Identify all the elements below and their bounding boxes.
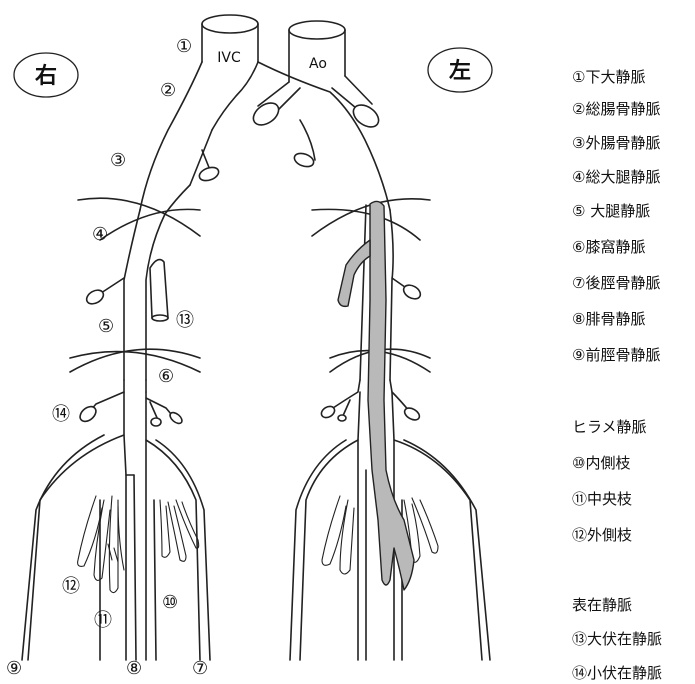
legend-great-saphenous: ⑬大伏在静脈 — [572, 628, 662, 649]
callout-3: ③ — [110, 150, 126, 171]
legend-external-iliac: ③外腸骨静脈 — [572, 132, 660, 153]
legend-popliteal: ⑥膝窩静脈 — [572, 236, 645, 257]
legend-superficial-title: 表在静脈 — [572, 594, 632, 615]
thrombus-branch — [338, 240, 370, 306]
legend-common-iliac: ②総腸骨静脈 — [572, 98, 660, 119]
legend-small-saphenous: ⑭小伏在静脈 — [572, 662, 662, 683]
legend-posterior-tibial: ⑦後脛骨静脈 — [572, 272, 660, 293]
ao-label: Ao — [309, 56, 327, 72]
left-iliac-vein — [258, 62, 390, 210]
callout-5: ⑤ — [98, 316, 114, 337]
right-lower-leg-veins — [22, 392, 210, 660]
callout-2: ② — [160, 80, 176, 101]
right-iliac-vein — [140, 62, 258, 214]
legend-soleal-central: ⑪中央枝 — [572, 488, 632, 509]
callout-4: ④ — [92, 224, 108, 245]
callout-7: ⑦ — [192, 658, 208, 679]
callout-10: ⑩ — [162, 592, 178, 613]
right-side-label: 右 — [35, 64, 57, 89]
callout-14: ⑭ — [52, 404, 70, 425]
callout-12: ⑫ — [62, 576, 80, 597]
callout-1: ① — [176, 36, 192, 57]
left-side-label: 左 — [449, 58, 471, 84]
callout-6: ⑥ — [158, 366, 174, 387]
legend-soleal-title: ヒラメ静脈 — [572, 416, 647, 437]
legend-soleal-medial: ⑩内側枝 — [572, 452, 630, 473]
legend-anterior-tibial: ⑨前脛骨静脈 — [572, 344, 660, 365]
callout-9: ⑨ — [6, 658, 22, 679]
legend-femoral: ⑤ 大腿静脈 — [572, 200, 650, 221]
legend-ivc: ①下大静脈 — [572, 66, 645, 87]
callout-11: ⑪ — [94, 610, 112, 631]
aorta-vessel — [249, 21, 382, 131]
ivc-label: IVC — [217, 50, 241, 66]
callout-13: ⑬ — [176, 310, 194, 331]
thrombus — [368, 201, 414, 590]
legend-soleal-lateral: ⑫外側枝 — [572, 524, 632, 545]
right-soleal-veins — [78, 496, 199, 593]
legend-peroneal: ⑧腓骨静脈 — [572, 308, 645, 329]
callout-8: ⑧ — [126, 658, 142, 679]
legend-common-femoral: ④総大腿静脈 — [572, 166, 660, 187]
